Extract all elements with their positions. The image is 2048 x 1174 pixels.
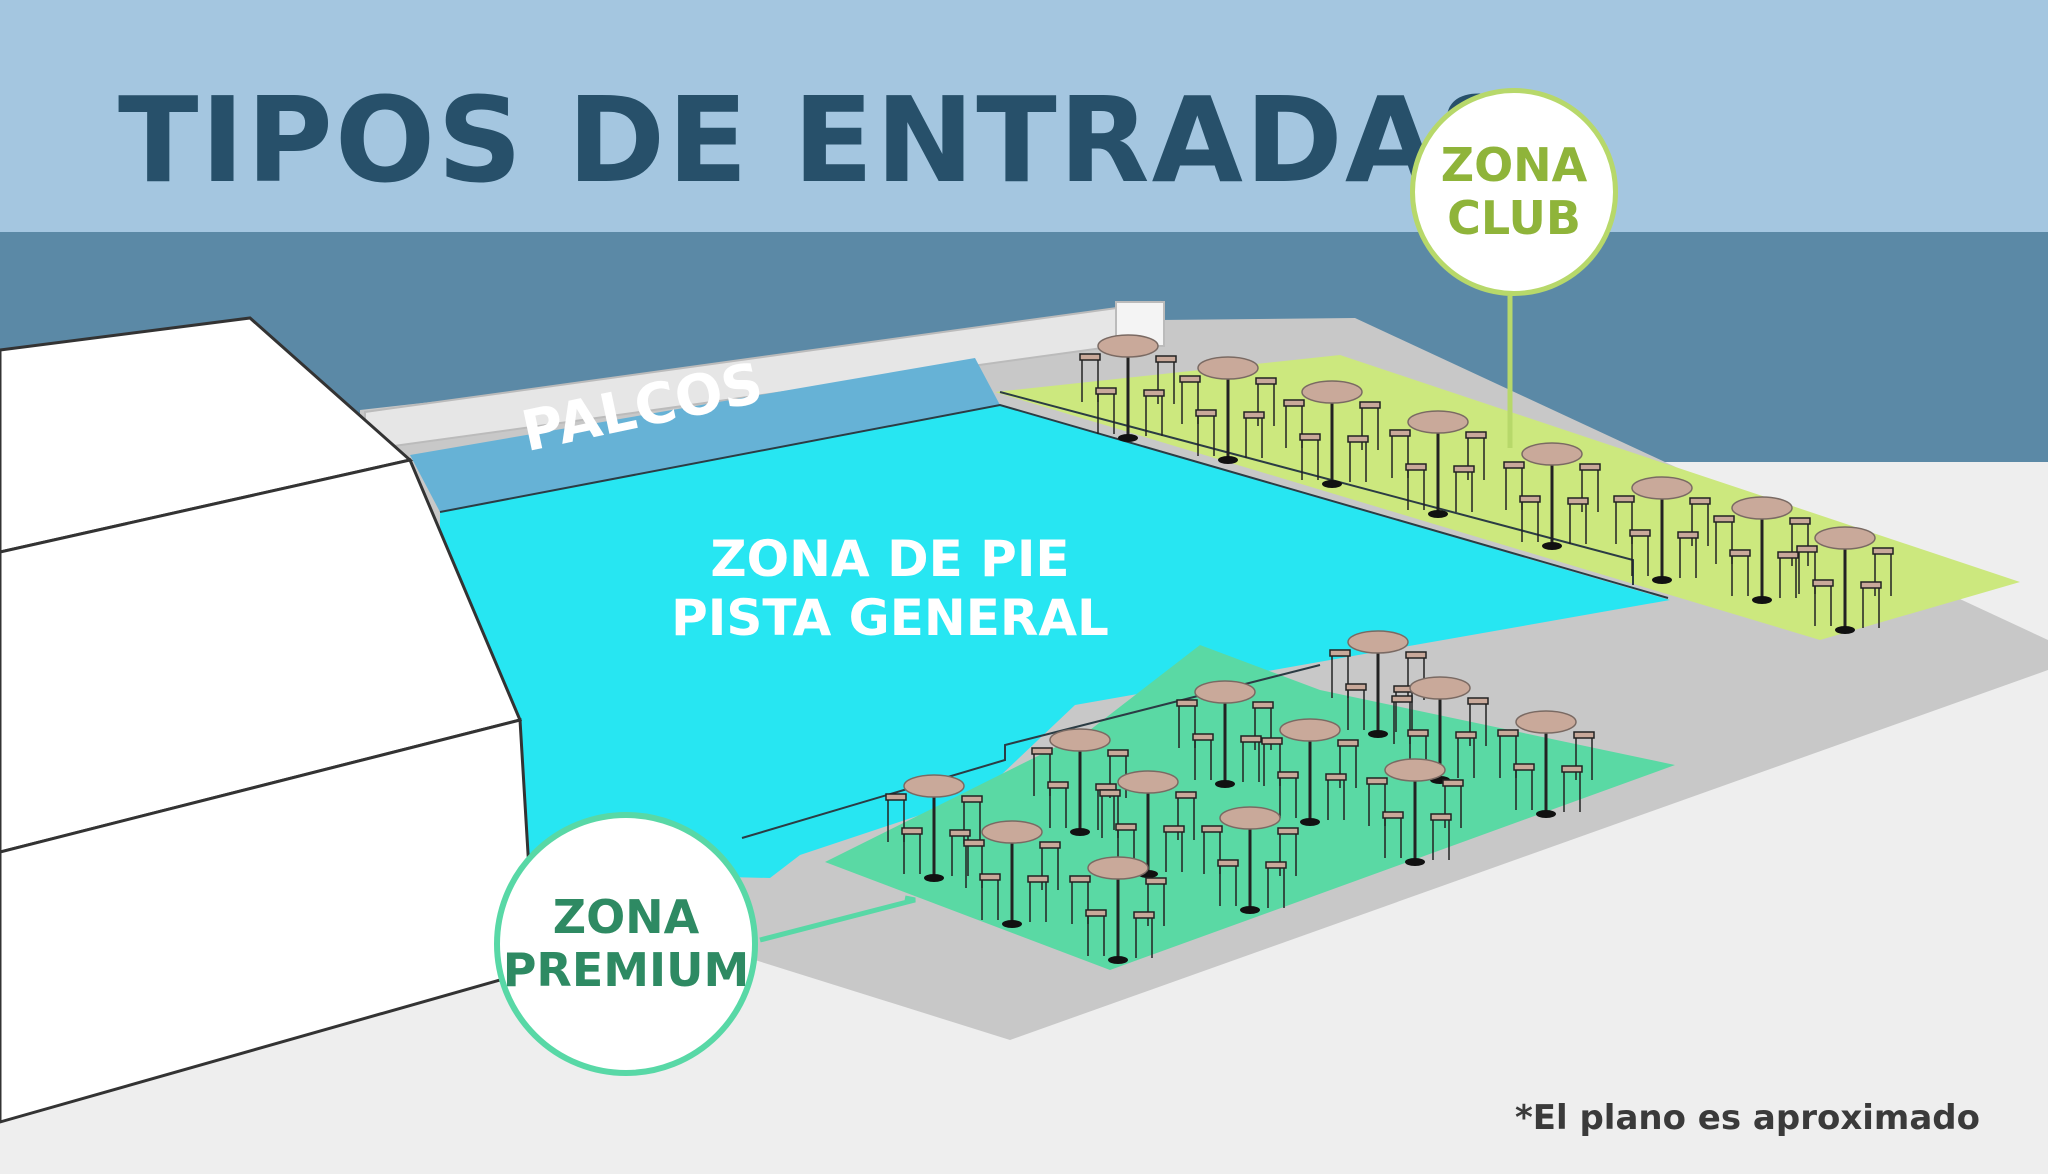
club-table-group: [1079, 334, 1894, 634]
club-table: [1283, 380, 1381, 488]
club-table: [1503, 442, 1601, 550]
premium-railing: [741, 664, 1321, 839]
club-table: [1613, 476, 1711, 584]
premium-table: [1176, 680, 1274, 788]
zona-club-line2: CLUB: [1447, 191, 1581, 245]
premium-table: [1497, 710, 1595, 818]
club-table: [1079, 334, 1177, 442]
premium-table: [1069, 856, 1167, 964]
club-table: [1179, 356, 1277, 464]
zona-de-pie-label: ZONA DE PIE PISTA GENERAL: [600, 530, 1180, 648]
club-railing: [999, 391, 1634, 585]
zona-club-badge: ZONA CLUB: [1410, 88, 1618, 296]
zona-club-area: [995, 355, 2020, 640]
zona-de-pie-line2: PISTA GENERAL: [671, 589, 1109, 647]
zona-premium-badge: ZONA PREMIUM: [494, 812, 758, 1076]
premium-table: [1366, 758, 1464, 866]
palcos-strip: [410, 358, 1000, 512]
premium-table-group: [885, 630, 1595, 964]
premium-table: [1099, 770, 1197, 878]
premium-table: [1329, 630, 1427, 738]
sky-background: [0, 0, 2048, 232]
club-table: [1389, 410, 1487, 518]
page-title: TIPOS DE ENTRADAS: [118, 71, 1526, 209]
premium-table: [963, 820, 1061, 928]
premium-table: [1201, 806, 1299, 914]
zona-premium-line1: ZONA: [552, 890, 700, 945]
zona-de-pie-line1: ZONA DE PIE: [710, 530, 1070, 588]
club-table: [1796, 526, 1894, 634]
premium-pointer-line: [759, 895, 916, 943]
premium-table: [1261, 718, 1359, 826]
zona-premium-line2: PREMIUM: [502, 943, 750, 997]
zona-club-line1: ZONA: [1440, 138, 1588, 193]
club-table: [1713, 496, 1811, 604]
premium-table: [885, 774, 983, 882]
pista-general-area: [440, 405, 1670, 878]
disclaimer-note: *El plano es aproximado: [1514, 1098, 1980, 1138]
pista-border-line: [439, 403, 1669, 599]
